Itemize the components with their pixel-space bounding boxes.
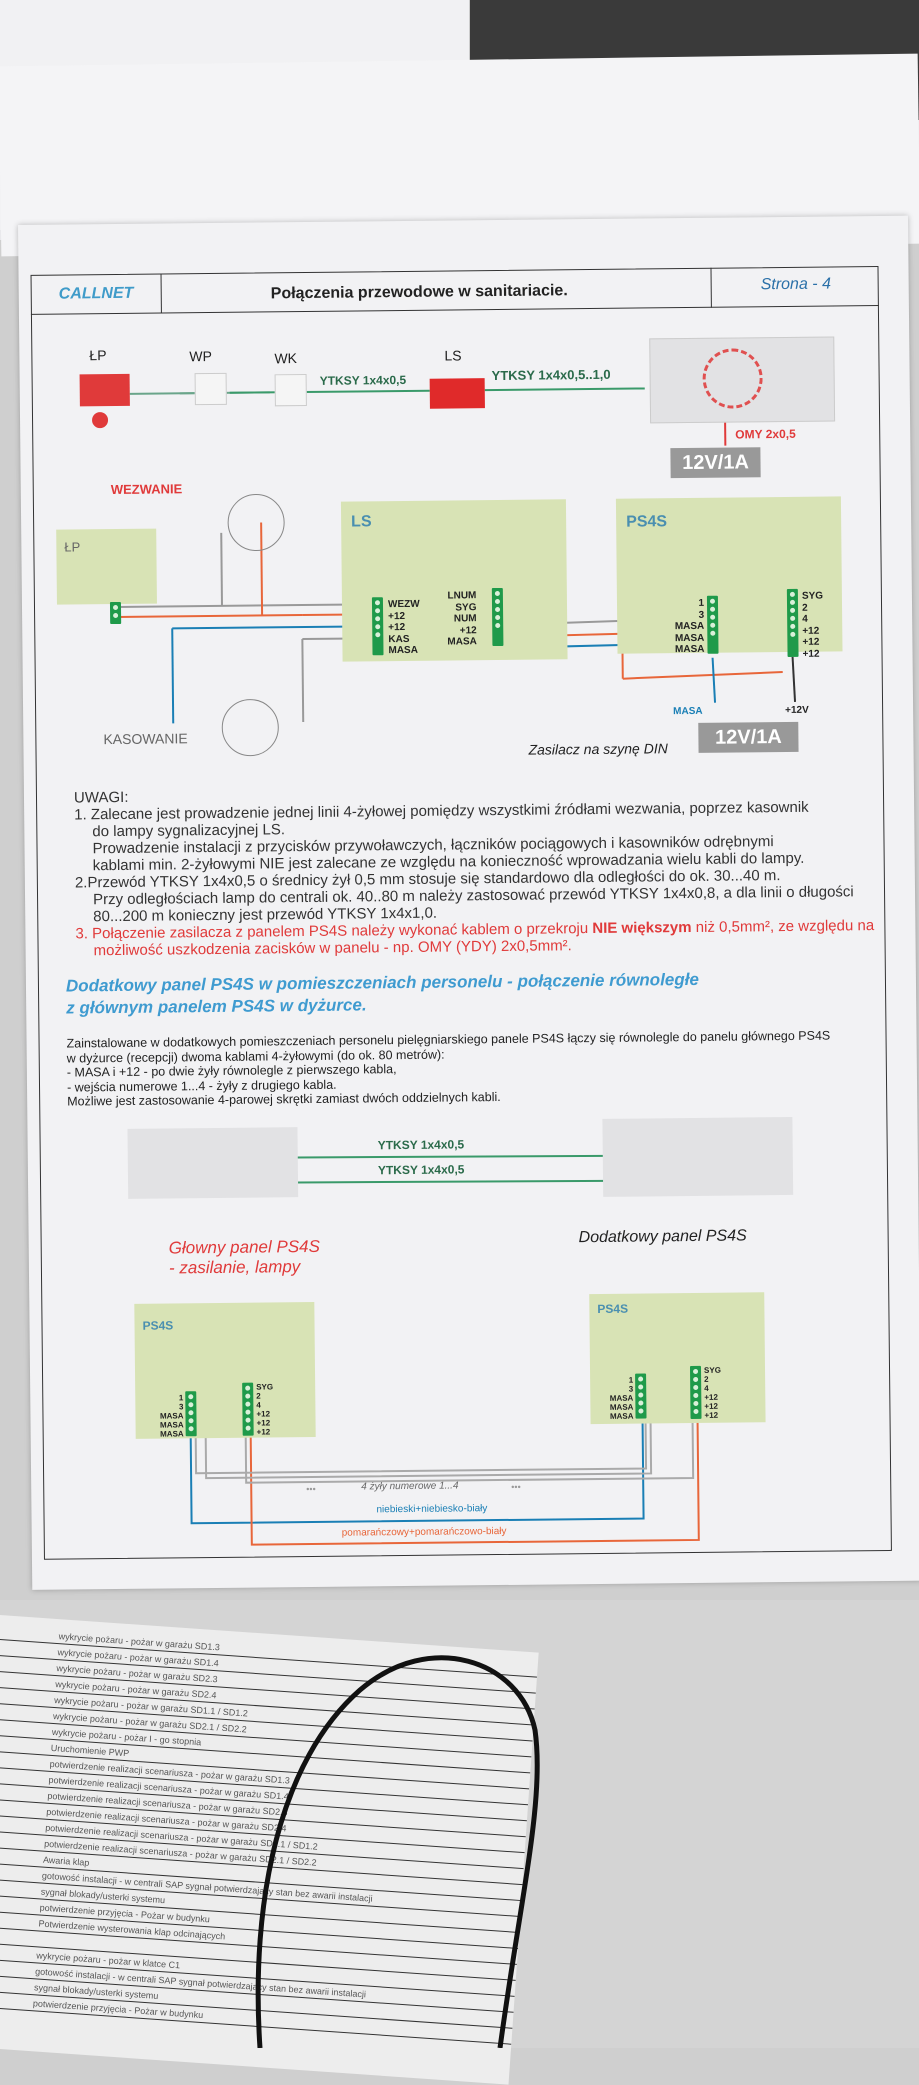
lp-box: ŁP <box>56 529 157 605</box>
section-title: z głównym panelem PS4S w dyżurce. <box>66 995 367 1018</box>
main-panel-image <box>127 1127 298 1199</box>
ls-box-label: LS <box>351 513 372 531</box>
terminal-block <box>690 1366 702 1419</box>
ps4s-label: PS4S <box>597 1302 628 1316</box>
section-paragraph: Zainstalowane w dodatkowych pomieszczeni… <box>67 1028 898 1109</box>
kasowanie-label: KASOWANIE <box>103 730 187 747</box>
power-supply-icon: 12V/1A <box>670 447 760 478</box>
main-panel-label: Głowny panel PS4S- zasilanie, lampy <box>169 1237 321 1279</box>
terminal-block <box>185 1391 196 1436</box>
extra-panel-label: Dodatkowy panel PS4S <box>579 1227 747 1247</box>
ps4s-label: PS4S <box>142 1318 173 1332</box>
wk-label: WK <box>274 350 297 366</box>
terminal-block <box>242 1383 254 1436</box>
call-button-icon <box>195 373 227 405</box>
ls-label: LS <box>444 347 461 363</box>
terminal-block <box>707 596 719 654</box>
lp-device-icon <box>80 374 130 407</box>
black-cable <box>0 1600 919 2048</box>
cable-label: YTKSY 1x4x0,5..1,0 <box>492 367 611 383</box>
notes: UWAGI: 1. Zalecane jest prowadzenie jedn… <box>74 781 896 960</box>
pull-cord-icon <box>92 412 108 428</box>
cable-label: YTKSY 1x4x0,5 <box>378 1162 465 1177</box>
terminal-block <box>787 589 799 657</box>
extra-panel-image <box>602 1117 793 1197</box>
wire-numbered-label: 4 żyły numerowe 1...4 <box>361 1480 458 1492</box>
wezwanie-label: WEZWANIE <box>111 481 183 497</box>
dots: ••• <box>306 1484 316 1494</box>
plus12v-label: +12V <box>785 705 809 717</box>
ps4s-box-label: PS4S <box>626 513 667 531</box>
terminal-block <box>635 1373 646 1418</box>
dots: ••• <box>511 1482 521 1492</box>
lp-label: ŁP <box>89 347 106 363</box>
wire-blue-label: niebieski+niebiesko-biały <box>376 1503 487 1515</box>
ps4s-panel-image <box>649 336 835 423</box>
wp-label: WP <box>189 348 212 364</box>
lp-box-label: ŁP <box>64 539 80 554</box>
wire-orange-label: pomarańczowy+pomarańczowo-biały <box>342 1526 507 1539</box>
terminal-block <box>372 597 384 655</box>
cable-label: YTKSY 1x4x0,5 <box>378 1137 465 1152</box>
terminal-block <box>110 602 121 624</box>
power-supply-icon: 12V/1A <box>698 722 798 753</box>
document-page: CALLNET Połączenia przewodowe w sanitari… <box>18 216 919 1590</box>
reset-button-icon <box>275 374 307 406</box>
terminal-block <box>492 588 504 646</box>
omy-cable-label: OMY 2x0,5 <box>735 427 796 442</box>
masa-label: MASA <box>673 706 703 718</box>
cable-label: YTKSY 1x4x0,5 <box>320 373 407 388</box>
psu-caption: Zasilacz na szynę DIN <box>528 740 667 757</box>
signal-lamp-icon <box>430 378 485 409</box>
